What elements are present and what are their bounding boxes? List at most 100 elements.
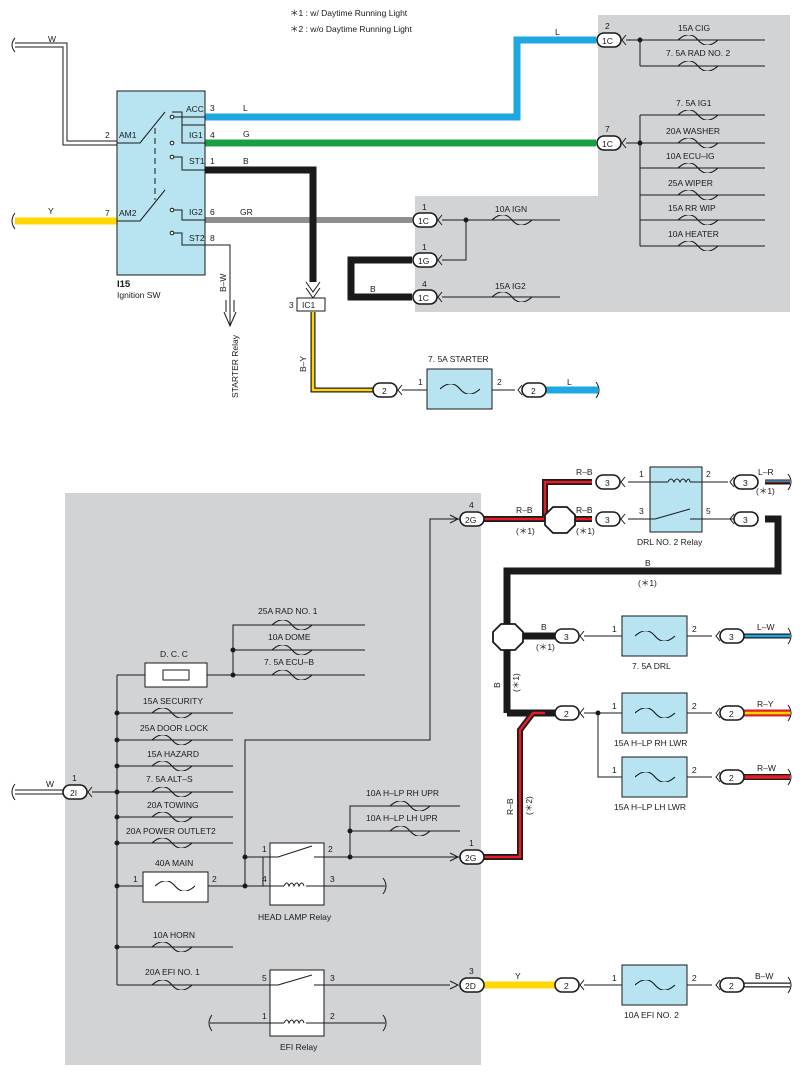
hlp-rh-pin-2: 2 <box>692 701 697 711</box>
pin-7-am2: 7 <box>105 208 110 218</box>
drl-relay-pin-3: 3 <box>639 506 644 516</box>
terminal-am2: AM2 <box>119 208 137 218</box>
drl-relay-pin-5: 5 <box>706 506 711 516</box>
efi2-fuse-pin-1: 1 <box>612 973 617 983</box>
connector-2g-bottom-label: 2G <box>465 853 476 863</box>
wire-label-g: G <box>243 129 250 139</box>
wire-label-lw: L–W <box>757 622 774 632</box>
wire-end-efi-relay-left <box>208 1014 213 1032</box>
main-fuse-pin-2: 2 <box>212 874 217 884</box>
starter-relay-arrow <box>205 244 237 328</box>
connector-2g-bottom-pin: 1 <box>469 838 474 848</box>
connector-1c-ig2-pin: 1 <box>422 202 427 212</box>
wire-black-b-1g <box>347 256 412 301</box>
connector-1c-b-pin: 4 <box>422 279 427 289</box>
wire-end-left-w-bottom <box>11 783 16 801</box>
efi2-fuse-label: 10A EFI NO. 2 <box>624 1010 679 1020</box>
starter-connector-right-label: 2 <box>531 386 536 396</box>
connector-2-efi2-out-label: 2 <box>729 981 734 991</box>
main-fuse-pin-1: 1 <box>133 874 138 884</box>
fuse-horn-label: 10A HORN <box>153 930 195 940</box>
ic1-label: IC1 <box>302 300 316 310</box>
starter-connector-right <box>517 382 547 398</box>
ignition-switch-code: I15 <box>117 279 131 290</box>
wire-label-lr-s1: (＊1) <box>756 486 775 496</box>
wire-lr-drl <box>765 479 790 485</box>
wire-label-b-splice: B <box>541 622 547 632</box>
drl-fuse-label: 7. 5A DRL <box>632 661 671 671</box>
fuse-alts-label: 7. 5A ALT–S <box>146 774 193 784</box>
connector-1c-cig-label: 1C <box>602 36 613 46</box>
connector-1c-cig <box>596 32 627 48</box>
connector-1g <box>412 252 443 268</box>
ignition-switch-name: Ignition SW <box>117 290 160 300</box>
efi-relay-pin-3: 3 <box>330 973 335 983</box>
drl-fuse-pin-2: 2 <box>692 624 697 634</box>
connector-2g-top-label: 2G <box>465 515 476 525</box>
junction-block-top-panel <box>415 15 790 312</box>
hlp-lh-label: 15A H–LP LH LWR <box>614 802 686 812</box>
drl-relay-pin-2: 2 <box>706 469 711 479</box>
efi-relay-box <box>269 969 325 1037</box>
hlp-rh-label: 15A H–LP RH LWR <box>614 738 687 748</box>
efi2-fuse-pin-2: 2 <box>692 973 697 983</box>
wire-label-b-vert-s1: (＊1) <box>511 673 521 692</box>
hlp-lh-pin-2: 2 <box>692 765 697 775</box>
hlp-lh-pin-1: 1 <box>612 765 617 775</box>
pin-8: 8 <box>210 233 215 243</box>
connector-1c-b-label: 1C <box>418 293 429 303</box>
wire-label-rb-top: R–B <box>576 467 593 477</box>
wire-label-bw: B–W <box>218 274 228 292</box>
fuse-ecub-label: 7. 5A ECU–B <box>264 657 314 667</box>
pin-4: 4 <box>210 130 215 140</box>
connector-3-drl-fuse-out <box>715 628 745 644</box>
terminal-acc: ACC <box>186 104 204 114</box>
wire-rb-drl-top <box>481 479 592 522</box>
wire-label-l-acc: L <box>243 103 248 113</box>
fuse-cig-label: 15A CIG <box>678 23 710 33</box>
connector-3-drl-out-bottom <box>729 511 759 527</box>
ignition-switch-box <box>116 90 206 276</box>
mid-fuse-wiring <box>442 217 560 298</box>
headlamp-relay-label: HEAD LAMP Relay <box>258 912 332 922</box>
connector-2-efi2-in-label: 2 <box>564 981 569 991</box>
note-1: ＊1 : w/ Daytime Running Light <box>290 8 408 18</box>
drl-relay-box <box>649 466 703 533</box>
wire-label-rb-top-s1: (＊1) <box>576 526 595 536</box>
fuse-washer-label: 20A WASHER <box>666 126 720 136</box>
drl-relay-pin-1: 1 <box>639 469 644 479</box>
wire-b-y-starter <box>310 312 373 393</box>
starter-connector-left-label: 2 <box>382 386 387 396</box>
hlp-rh-pin-1: 1 <box>612 701 617 711</box>
connector-1c-ig1 <box>596 135 627 151</box>
starter-relay-label: STARTER Relay <box>230 334 240 398</box>
fuse-efi1-label: 20A EFI NO. 1 <box>145 967 200 977</box>
splice-drl-top <box>544 506 576 534</box>
connector-2-hlp-rh-out <box>715 705 745 721</box>
wire-label-rb-vert-s2: (＊2) <box>524 796 534 815</box>
connector-3-drl-in-top <box>595 474 626 490</box>
fuse-towing-label: 20A TOWING <box>147 800 199 810</box>
wire-label-rb-mid: R–B <box>576 505 593 515</box>
hlp-lh-box <box>621 756 688 798</box>
main-fuse-label: 40A MAIN <box>155 858 193 868</box>
ic1-arrow <box>305 281 321 299</box>
connector-2i-pin: 1 <box>72 773 77 783</box>
connector-1c-cig-pin: 2 <box>605 21 610 31</box>
starter-fuse-pin-1: 1 <box>418 377 423 387</box>
wire-end-right-starter <box>595 381 600 399</box>
wire-label-b-drl: B <box>645 558 651 568</box>
connector-1c-ig2-label: 1C <box>418 216 429 226</box>
ic1-connector <box>296 297 326 312</box>
wire-label-rb-vert: R–B <box>505 798 515 815</box>
efi2-fuse-box <box>621 964 688 1006</box>
connector-2-hlp-lh-out <box>715 769 745 785</box>
fuse-ign-label: 10A IGN <box>495 204 527 214</box>
main-bus-wiring <box>92 518 460 1024</box>
connector-3-drl-out-bottom-label: 3 <box>743 515 748 525</box>
wire-label-by: B–Y <box>298 356 308 372</box>
wire-end-left-w <box>11 37 16 53</box>
fuse-dome-label: 10A DOME <box>268 632 311 642</box>
connector-3-drl-in-top-label: 3 <box>605 478 610 488</box>
fuse-ecuig-label: 10A ECU–IG <box>666 151 715 161</box>
